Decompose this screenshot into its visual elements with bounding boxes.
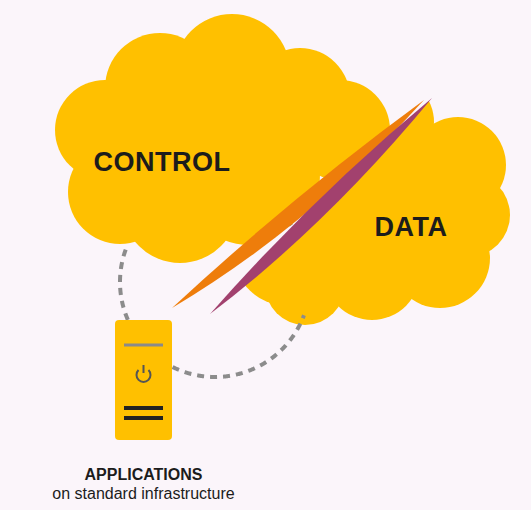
application-heading: APPLICATIONS <box>85 466 203 484</box>
cloud-label: CONTROL <box>94 147 231 178</box>
dashed-connector <box>173 315 304 377</box>
server-shape <box>115 320 172 440</box>
control-cut-face <box>172 100 424 308</box>
control-cloud: CONTROL <box>55 10 300 245</box>
data-cloud-shape <box>235 76 510 325</box>
cloud-label: DATA <box>375 212 448 243</box>
server-icon: APPLICATIONSon standard infrastructure <box>115 320 172 440</box>
dashed-connector <box>120 246 128 320</box>
data-cloud: DATA <box>300 80 515 315</box>
data-cut-face <box>210 98 432 314</box>
application-note: on standard infrastructure <box>52 485 234 503</box>
